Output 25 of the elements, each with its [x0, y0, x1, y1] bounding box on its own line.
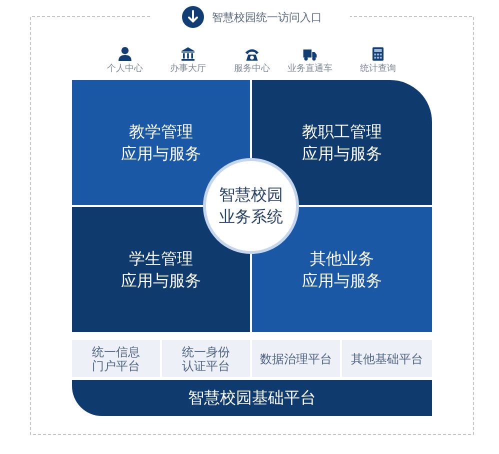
tile-text: 统一身份认证平台 [181, 344, 231, 372]
quadrant-subtitle: 应用与服务 [302, 142, 382, 164]
quadrant-panel [252, 207, 432, 332]
entry-label: 服务中心 [234, 64, 270, 75]
quadrant-title: 教学管理 [129, 120, 193, 142]
quadrant-subtitle: 应用与服务 [121, 270, 201, 292]
tile-text: 数据治理平台 [260, 352, 332, 366]
quadrant-title: 其他业务 [310, 248, 374, 270]
entry-label: 业务直通车 [288, 64, 332, 75]
quadrant-panel [72, 207, 250, 332]
entry-label: 个人中心 [107, 64, 143, 75]
circle-text: 智慧校园业务系统 [218, 184, 284, 228]
tile-text: 统一信息门户平台 [91, 344, 141, 372]
quadrant-subtitle: 应用与服务 [302, 270, 382, 292]
frame-heading: 智慧校园统一访问入口 [212, 11, 322, 24]
quadrant-title: 学生管理 [129, 248, 193, 270]
entry-label: 办事大厅 [170, 64, 206, 75]
quadrant-title: 教职工管理 [302, 120, 382, 142]
quadrant-panel [252, 80, 432, 205]
tile-text: 其他基础平台 [351, 352, 423, 366]
quadrant-subtitle: 应用与服务 [121, 142, 201, 164]
entry-label: 统计查询 [360, 64, 396, 75]
bar-text: 智慧校园基础平台 [188, 387, 316, 409]
base-platform-bar [72, 380, 432, 416]
quadrant-panel [72, 80, 250, 205]
